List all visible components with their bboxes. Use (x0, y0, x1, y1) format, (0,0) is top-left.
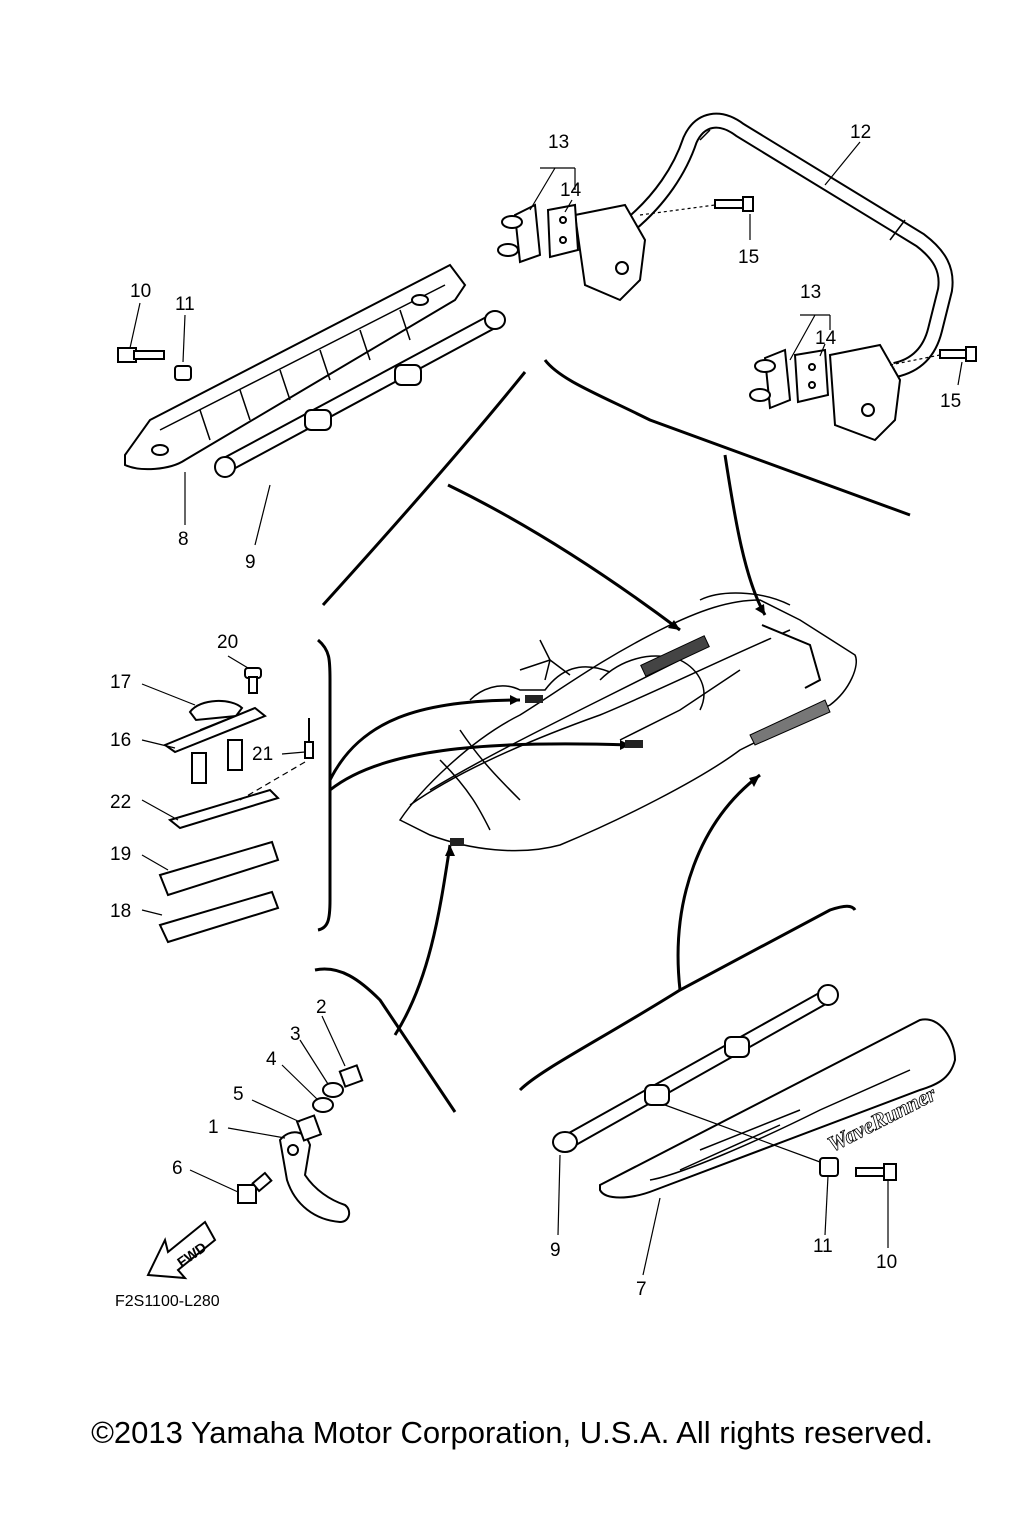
diagram-code: F2S1100-L280 (115, 1293, 220, 1310)
washer-3 (322, 1082, 344, 1098)
callout-1: 1 (208, 1117, 219, 1138)
bolt-20 (244, 667, 262, 694)
bracket-bottom-right (518, 904, 857, 1092)
fwd-arrow-icon: FWD (146, 1220, 217, 1280)
callout-11: 11 (813, 1236, 833, 1257)
callout-12: 12 (850, 122, 871, 143)
callout-5: 5 (233, 1084, 244, 1105)
stud-block-13a (497, 203, 542, 264)
callout-16: 16 (110, 730, 131, 751)
grip-rod-9a (214, 310, 506, 478)
arrowhead (668, 620, 680, 630)
callout-13: 13 (800, 282, 821, 303)
plate-19 (158, 840, 280, 897)
arrowhead (749, 775, 760, 787)
callout-10: 10 (130, 281, 151, 302)
tow-hook-1 (278, 1131, 351, 1224)
springs (191, 739, 243, 784)
collar-11b (819, 1157, 839, 1177)
callout-19: 19 (110, 844, 131, 865)
connector-seat-grip (447, 483, 681, 632)
callout-10: 10 (876, 1252, 897, 1273)
callout-15: 15 (940, 391, 961, 412)
callout-21: 21 (252, 744, 273, 765)
callout-15: 15 (738, 247, 759, 268)
nut-2 (338, 1064, 364, 1088)
plate-22 (167, 788, 280, 830)
arrowhead (445, 845, 455, 856)
arrowhead (755, 604, 765, 615)
seat-grip-8 (124, 263, 467, 471)
reboarding-handle (624, 112, 954, 378)
callout-17: 17 (110, 672, 131, 693)
callout-8: 8 (178, 529, 189, 550)
copyright-notice: ©2013 Yamaha Motor Corporation, U.S.A. A… (91, 1415, 933, 1450)
connector-cleat-2 (329, 742, 631, 792)
connector-reboarding-handle (723, 454, 767, 616)
handle-mount-bracket-a (573, 203, 647, 302)
callout-14: 14 (560, 180, 582, 201)
callout-22: 22 (110, 792, 131, 813)
callout-20: 20 (217, 632, 238, 653)
bolt-15b (939, 346, 977, 362)
plate-14b (793, 348, 830, 404)
stud-block-13b (749, 348, 792, 410)
callout-9: 9 (245, 552, 256, 573)
plate-14a (546, 203, 580, 259)
callout-6: 6 (172, 1158, 183, 1179)
bolt-5 (295, 1114, 323, 1142)
bracket-bottom-left (314, 967, 457, 1113)
bracket-mid-left (317, 638, 332, 932)
bolt-10a (117, 347, 165, 363)
leader-lines (129, 141, 963, 1276)
watercraft-outline (398, 592, 857, 852)
callout-2: 2 (316, 997, 327, 1018)
bracket-top-right (543, 359, 911, 517)
callout-7: 7 (636, 1279, 647, 1300)
callout-18: 18 (110, 901, 131, 922)
callout-4: 4 (266, 1049, 277, 1070)
connector-tow-hook (393, 844, 452, 1036)
bolt-6 (237, 1171, 273, 1204)
callout-14: 14 (815, 328, 837, 349)
bolt-10b (855, 1163, 897, 1181)
grip-rod-9b (552, 984, 839, 1153)
collar-11a (174, 365, 192, 381)
callout-11: 11 (175, 294, 195, 315)
handle-mount-bracket-b (828, 343, 902, 442)
arrowhead (510, 695, 520, 705)
side-rail-7: WaveRunner (599, 1018, 957, 1199)
callout-13: 13 (548, 132, 569, 153)
rivet-21 (304, 718, 314, 759)
connector-cleat-1 (328, 698, 521, 781)
plate-18 (158, 890, 280, 944)
callout-9: 9 (550, 1240, 561, 1261)
bolt-15a (714, 196, 754, 212)
washer-4 (312, 1097, 334, 1113)
bracket-top-left (321, 371, 527, 607)
cleat-16 (162, 706, 267, 754)
callout-3: 3 (290, 1024, 301, 1045)
connector-side-rail (676, 773, 761, 991)
